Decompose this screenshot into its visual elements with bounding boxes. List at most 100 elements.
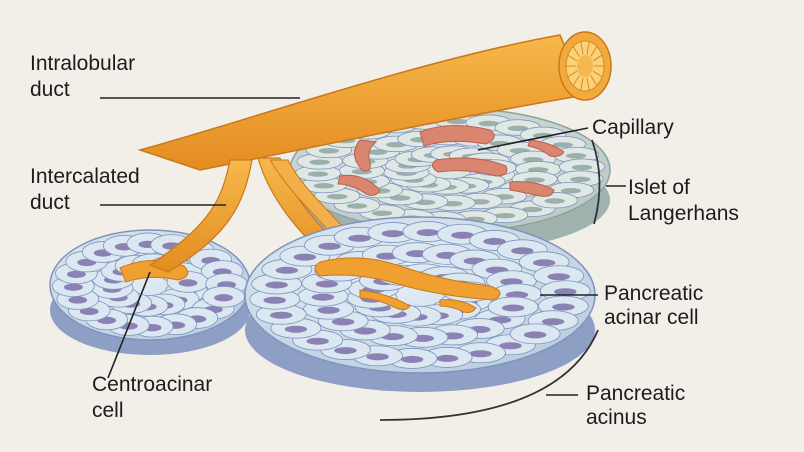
duct-cell-wall <box>590 75 598 86</box>
nucleus <box>67 270 86 278</box>
capillary <box>509 181 555 197</box>
nucleus <box>263 296 286 304</box>
nucleus <box>79 307 99 316</box>
nucleus <box>501 304 525 312</box>
nucleus <box>544 198 565 204</box>
nucleus <box>511 247 534 255</box>
label-line: Pancreatic <box>586 382 685 405</box>
label-capillary: Capillary <box>592 116 674 139</box>
nucleus <box>313 183 335 189</box>
nucleus <box>552 303 575 311</box>
label-pancreatic-acinus: Pancreatic acinus <box>586 382 691 429</box>
label-line: duct <box>30 191 70 214</box>
nucleus <box>532 259 556 267</box>
capillary <box>354 139 378 172</box>
label-line: Pancreatic <box>604 282 703 305</box>
leader-centroacinar <box>107 271 151 379</box>
nucleus <box>389 195 411 201</box>
nucleus <box>284 325 308 333</box>
duct-cell-wall <box>567 70 578 78</box>
duct-cell-wall <box>567 54 578 62</box>
duct-cell-wall <box>572 75 580 86</box>
nucleus <box>366 353 389 361</box>
nucleus <box>381 230 405 238</box>
nucleus <box>293 253 317 261</box>
duct-cell-wall <box>590 46 598 57</box>
nucleus <box>326 193 348 200</box>
left-acinus <box>49 229 251 355</box>
nucleus <box>317 306 340 314</box>
label-line: acinus <box>586 406 647 429</box>
nucleus <box>309 159 330 165</box>
nucleus <box>435 354 459 362</box>
intralobular-duct <box>137 31 612 171</box>
nucleus <box>554 288 577 296</box>
nucleus <box>570 176 591 183</box>
label-line: Intercalated <box>30 165 140 188</box>
nucleus <box>478 120 499 127</box>
duct-cell-wall <box>592 54 603 62</box>
duct-cell-wall <box>586 41 590 55</box>
duct-cell-wall <box>572 46 580 57</box>
nucleus <box>372 210 393 216</box>
nucleus <box>494 212 516 219</box>
nucleus <box>499 342 522 350</box>
nucleus <box>270 311 293 319</box>
nucleus <box>318 148 340 154</box>
nucleus <box>451 231 474 239</box>
nucleus <box>532 132 554 139</box>
pancreatic-acinus <box>244 216 596 392</box>
nucleus <box>469 350 492 358</box>
nucleus <box>560 188 582 194</box>
nucleus <box>334 347 357 355</box>
label-line: acinar cell <box>604 306 699 329</box>
nucleus <box>565 153 587 159</box>
nucleus <box>178 279 198 287</box>
capillary <box>432 157 508 177</box>
nucleus <box>483 237 506 245</box>
label-centroacinar-cell: Centroacinar cell <box>92 373 218 422</box>
nucleus <box>353 327 377 335</box>
nucleus <box>507 125 528 132</box>
islet-bracket <box>591 139 601 225</box>
nucleus <box>307 171 329 177</box>
nucleus <box>416 229 440 237</box>
nucleus <box>348 234 371 242</box>
acinar-lumen <box>359 289 411 311</box>
nucleus <box>522 206 543 213</box>
capillary <box>337 174 381 196</box>
nucleus <box>68 296 88 304</box>
leader-lines <box>100 97 626 396</box>
nucleus <box>331 318 355 326</box>
nucleus <box>275 266 299 274</box>
nucleus <box>366 149 388 155</box>
label-line: Langerhans <box>628 202 739 225</box>
nucleus <box>523 331 547 339</box>
label-line: Islet of <box>628 176 690 199</box>
nucleus <box>505 291 529 299</box>
nucleus <box>318 242 341 250</box>
capillary <box>419 124 495 147</box>
acinar-lumen <box>314 257 501 301</box>
label-pancreatic-acinar-cell: Pancreatic acinar cell <box>604 282 709 329</box>
label-line: duct <box>30 78 70 101</box>
nucleus <box>346 203 368 209</box>
nucleus <box>306 337 329 345</box>
leader-capillary <box>477 127 589 151</box>
capillary <box>527 139 565 157</box>
nucleus <box>547 273 570 281</box>
duct-cell-wall <box>580 41 584 55</box>
label-line: Centroacinar <box>92 373 212 396</box>
acinus-bracket <box>379 329 599 421</box>
nucleus <box>311 293 335 301</box>
nucleus <box>265 281 288 289</box>
nucleus <box>524 177 545 183</box>
duct-lumen-cells <box>566 41 604 91</box>
label-intralobular-duct: Intralobular duct <box>30 52 141 101</box>
nucleus <box>315 280 339 288</box>
label-line: cell <box>92 399 124 422</box>
label-intercalated-duct: Intercalated duct <box>30 165 146 214</box>
duct-cell-wall <box>580 77 584 91</box>
